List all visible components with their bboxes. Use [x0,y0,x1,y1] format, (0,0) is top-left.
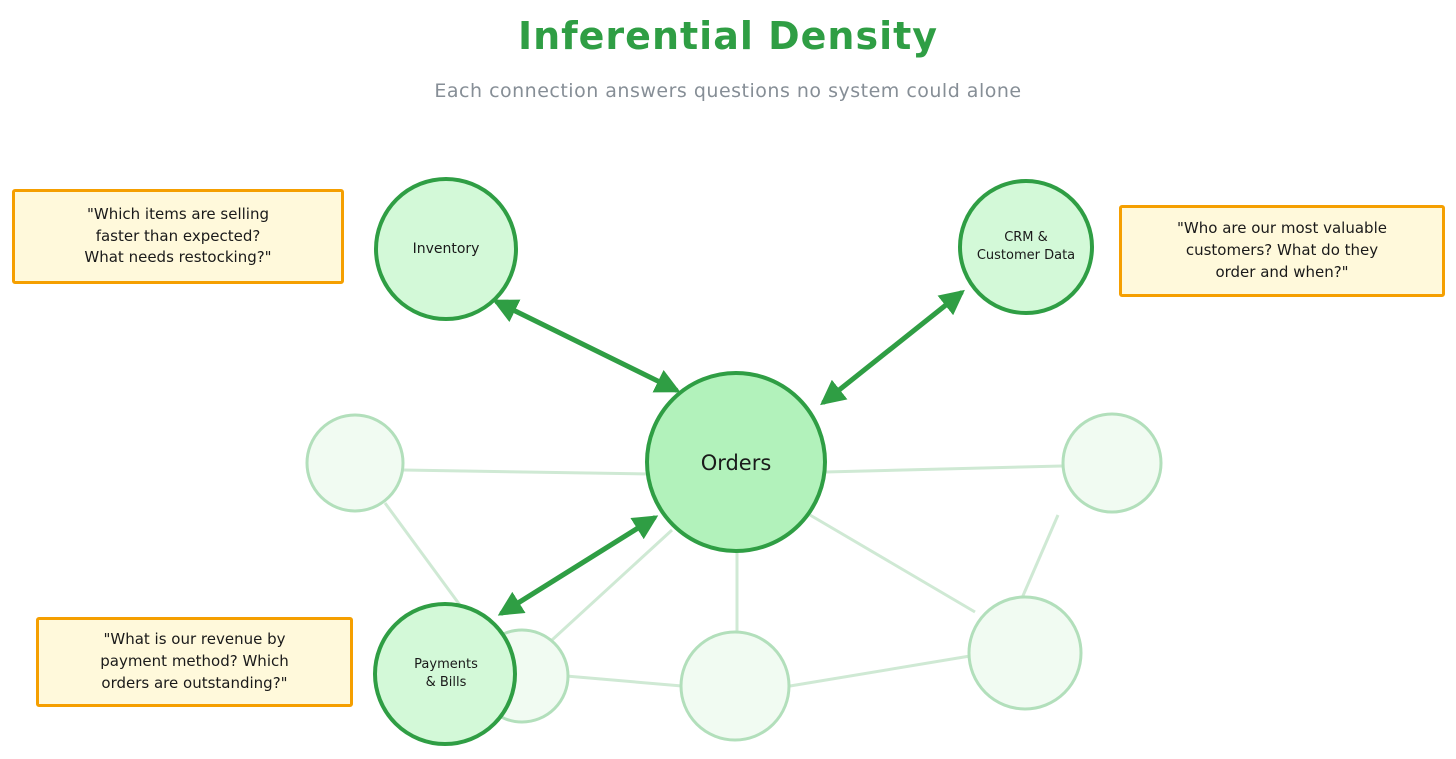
payments-callout: "What is our revenue by payment method? … [36,617,353,707]
crm-label-line: Customer Data [976,248,1076,263]
crm-callout: "Who are our most valuable customers? Wh… [1119,205,1445,297]
faded-node [1061,412,1163,514]
faded-connection [383,502,467,613]
callout-line: orders are outstanding?" [101,673,288,692]
payments-node [373,602,517,746]
payments-label: Payments & Bills [376,651,516,697]
faded-connections [383,464,1063,688]
double-headed-arrow-icon [820,289,965,406]
callout-line: "Which items are selling [87,204,269,223]
callout-line: order and when?" [1215,262,1349,281]
faded-node [305,413,405,513]
faded-node [967,595,1083,711]
callout-line: What needs restocking?" [84,248,272,267]
payments-label-line: & Bills [425,675,467,690]
faded-connection [402,468,651,476]
highlighted-connections [492,289,965,616]
orders-label: Orders [700,450,772,475]
callout-line: "Who are our most valuable [1177,219,1387,238]
faded-node [679,630,791,742]
inventory-callout: "Which items are selling faster than exp… [12,189,344,284]
callout-line: "What is our revenue by [103,630,286,649]
faded-connection [1020,514,1060,599]
callout-line: customers? What do they [1185,241,1379,260]
faded-connection [565,674,683,688]
diagram-subtitle: Each connection answers questions no sys… [434,80,1022,102]
payments-label-line: Payments [414,657,478,673]
inventory-node [374,177,518,321]
double-headed-arrow-icon [492,299,681,393]
crm-label: CRM & Customer Data [962,222,1090,272]
faded-connection [824,464,1063,474]
crm-node [958,179,1094,315]
callout-line: payment method? Which [100,652,289,671]
double-headed-arrow-icon [497,515,659,616]
faded-connection [789,654,971,688]
diagram-title: Inferential Density [517,14,939,58]
callout-line: faster than expected? [95,226,261,245]
crm-label-line: CRM & [1004,230,1048,246]
inventory-label: Inventory [412,240,480,257]
main-nodes [373,177,1094,746]
faded-connection [809,513,976,614]
orders-node [645,371,827,553]
